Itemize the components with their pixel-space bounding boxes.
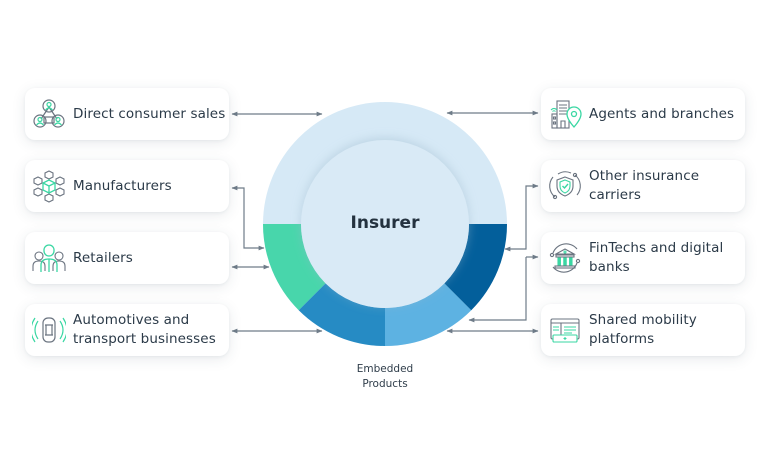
platform-window-icon [547, 312, 583, 348]
people-network-icon [31, 96, 67, 132]
embedded-products-label: Embedded Products [335, 362, 435, 392]
segment-green [263, 224, 326, 311]
partner-card-manufacturers[interactable]: Manufacturers [25, 160, 229, 212]
partner-label: Shared mobility platforms [589, 311, 697, 349]
retail-staff-icon [31, 240, 67, 276]
label-line: transport businesses [73, 331, 216, 347]
partner-label: Agents and branches [589, 105, 734, 124]
bank-icon [547, 240, 583, 276]
partner-label: Other insurance carriers [589, 167, 699, 205]
label-line: FinTechs and digital [589, 240, 724, 256]
connector-other-carriers-fintech [504, 183, 539, 252]
label-line: Direct consumer sales [73, 105, 226, 122]
label-line: Retailers [73, 249, 133, 266]
partner-label: Retailers [73, 249, 133, 268]
label-line: carriers [589, 187, 641, 203]
cubes-icon [31, 168, 67, 204]
partner-label: Automotives and transport businesses [73, 311, 216, 349]
partner-card-direct-consumer-sales[interactable]: Direct consumer sales [25, 88, 229, 140]
segment-light-blue [385, 283, 472, 346]
partner-label: Manufacturers [73, 177, 172, 196]
partner-card-shared-mobility[interactable]: Shared mobility platforms [541, 304, 745, 356]
center-title: Insurer [350, 213, 420, 233]
label-line: Shared mobility [589, 312, 697, 328]
label-line: Automotives and [73, 312, 190, 328]
partner-card-automotives[interactable]: Automotives and transport businesses [25, 304, 229, 356]
label-line: Other insurance [589, 168, 700, 184]
shield-check-icon [547, 168, 583, 204]
connector-fintech-loop [468, 257, 527, 323]
inner-circle [301, 140, 469, 308]
partner-label: FinTechs and digital banks [589, 239, 723, 277]
label-line: Manufacturers [73, 177, 172, 194]
label-line: Agents and branches [589, 105, 735, 122]
partner-label: Direct consumer sales [73, 105, 225, 124]
partner-card-retailers[interactable]: Retailers [25, 232, 229, 284]
embedded-products-line2: Products [362, 378, 408, 390]
partner-card-other-insurance-carriers[interactable]: Other insurance carriers [541, 160, 745, 212]
partner-card-agents-branches[interactable]: Agents and branches [541, 88, 745, 140]
partner-card-fintechs-digital-banks[interactable]: FinTechs and digital banks [541, 232, 745, 284]
connected-car-icon [31, 312, 67, 348]
label-line: platforms [589, 331, 655, 347]
left-connectors [231, 111, 323, 334]
embedded-products-line1: Embedded [356, 363, 414, 375]
connector-manufacturers [231, 185, 265, 251]
segment-mid-blue [298, 283, 385, 346]
segment-dark-blue [444, 224, 507, 311]
right-connectors [446, 110, 539, 334]
label-line: banks [589, 259, 630, 275]
building-location-icon [547, 96, 583, 132]
